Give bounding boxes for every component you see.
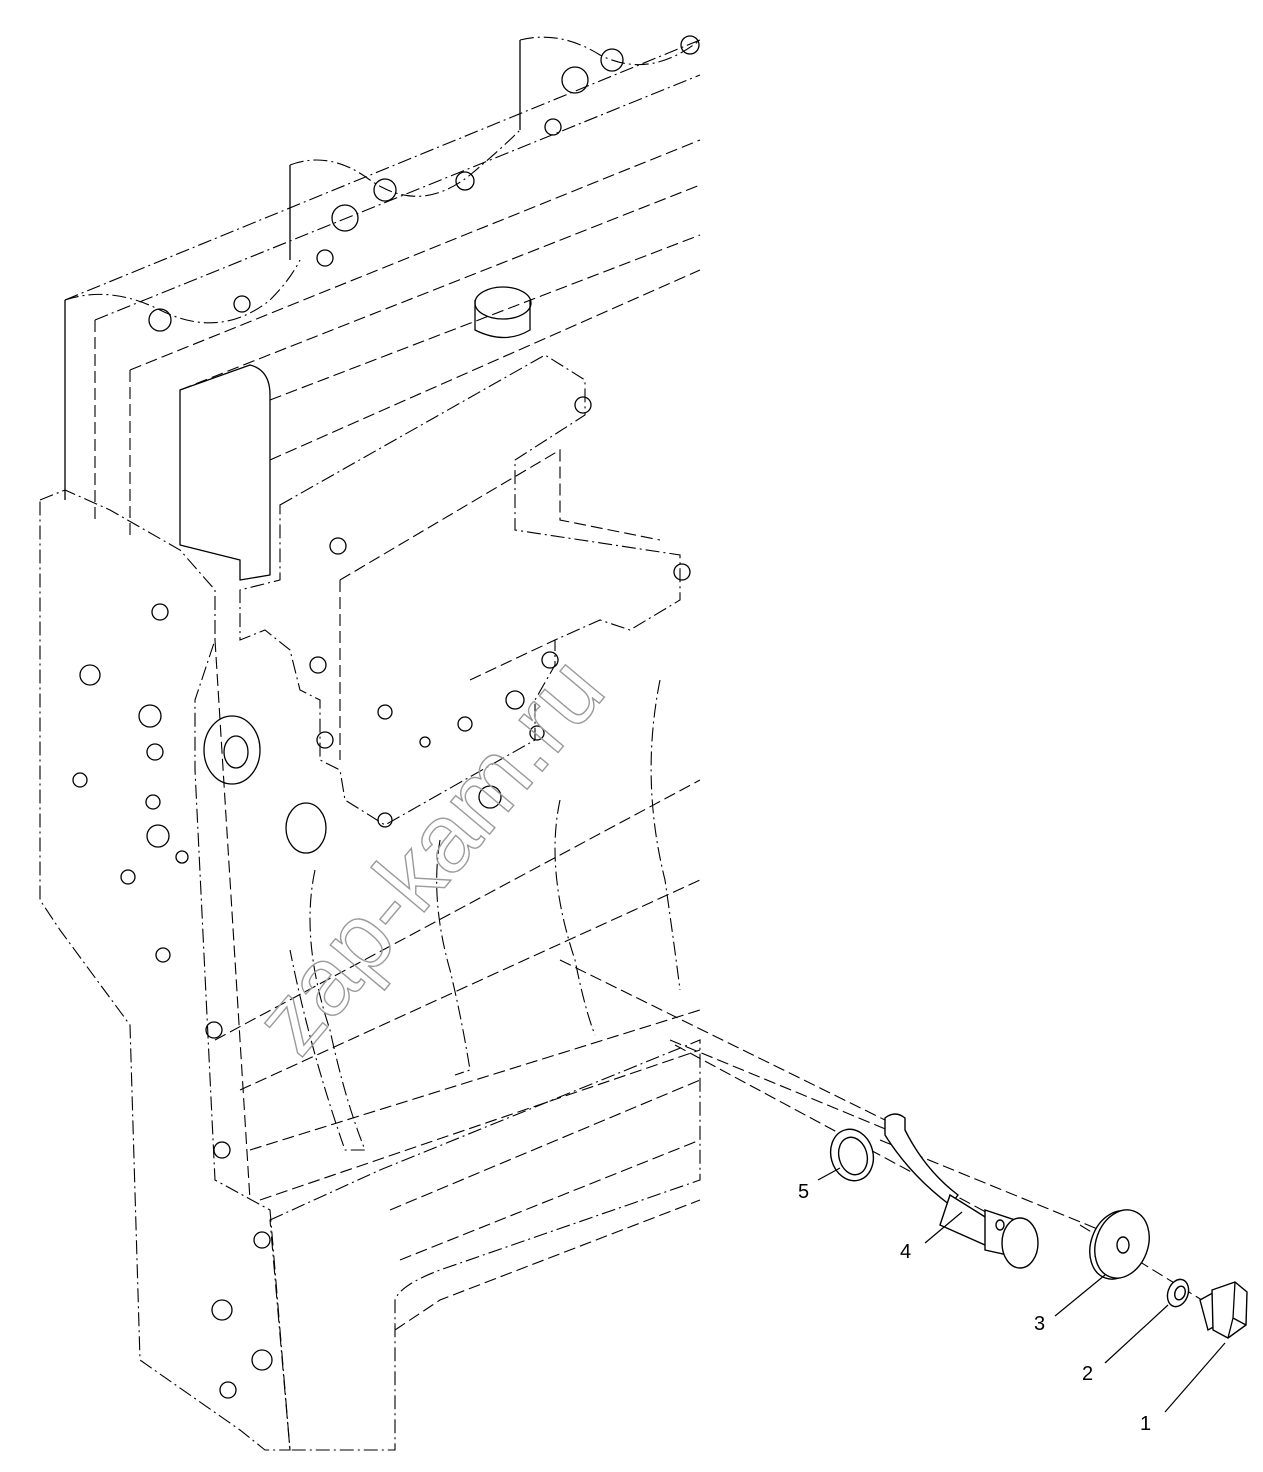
bearing-web-1 <box>289 869 366 1151</box>
watermark-text: zap-kam.ru <box>234 637 625 1074</box>
bearing-web-4 <box>650 679 681 991</box>
drain-plug-bolt <box>1199 1281 1248 1339</box>
deck-bolt-holes <box>148 35 700 332</box>
engine-block <box>39 35 886 1451</box>
drain-tube <box>884 1113 1039 1269</box>
o-ring <box>829 1128 875 1182</box>
block-top-edge <box>64 36 701 324</box>
drain-assembly: 5 4 3 2 1 <box>669 1039 1248 1435</box>
deck-edge-2 <box>94 74 701 321</box>
side-cover-frame <box>239 354 681 826</box>
callout-5: 5 <box>798 1181 809 1203</box>
oil-pan <box>269 1039 701 1451</box>
block-rail-line-2 <box>269 269 701 461</box>
block-front-face <box>39 489 291 1451</box>
side-cover-bolts <box>309 396 691 828</box>
coolant-boss <box>203 715 327 854</box>
deck-edge-4 <box>179 184 701 391</box>
bearing-web-3 <box>554 799 596 1036</box>
callout-4: 4 <box>900 1241 911 1263</box>
deck-edge-3 <box>129 139 701 371</box>
washer <box>1089 1209 1150 1280</box>
skirt-line-4 <box>259 1049 701 1201</box>
bearing-web-2 <box>436 839 471 1076</box>
block-rail <box>179 364 271 581</box>
side-cover-inner <box>339 449 661 760</box>
seal-ring <box>1166 1278 1190 1308</box>
oil-pan-inner <box>389 1079 701 1331</box>
block-front-inner <box>94 320 251 1201</box>
block-plug <box>474 286 532 339</box>
crank-axis-line <box>559 959 886 1121</box>
front-face-holes <box>72 603 273 1399</box>
callout-3: 3 <box>1034 1313 1045 1335</box>
leader-lines <box>817 1167 1226 1413</box>
block-top-ridge <box>64 40 521 500</box>
callout-1: 1 <box>1140 1413 1151 1435</box>
callout-2: 2 <box>1082 1363 1093 1385</box>
deck-edge-1 <box>64 39 701 301</box>
assembly-axis-upper <box>669 1039 901 1136</box>
block-rail-line <box>269 234 701 401</box>
skirt-line-1 <box>214 779 701 1041</box>
skirt-line-3 <box>249 1009 701 1151</box>
